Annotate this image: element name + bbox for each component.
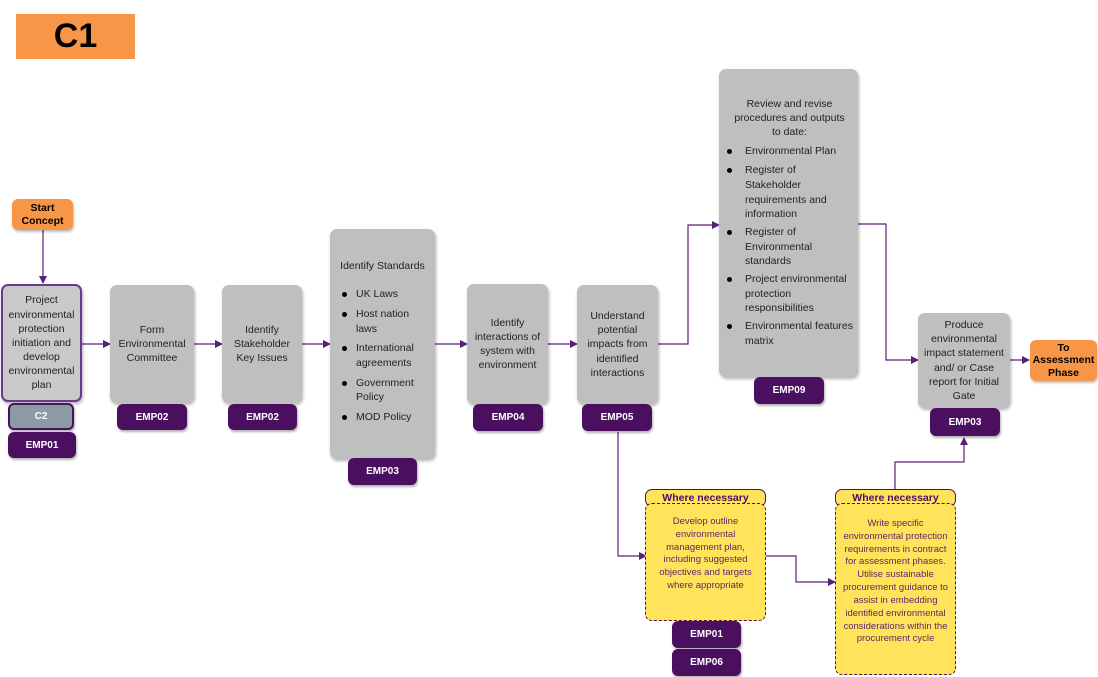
- standards-item: MOD Policy: [340, 410, 425, 425]
- standards-list: UK Laws Host nation laws International a…: [340, 287, 425, 425]
- start-concept-terminal: Start Concept: [12, 199, 73, 230]
- step-form-committee: Form Environmental Committee: [110, 285, 194, 403]
- step-identify-standards: Identify Standards UK Laws Host nation l…: [330, 229, 435, 459]
- tag-emp02-committee: EMP02: [117, 404, 187, 430]
- page-title: C1: [16, 14, 135, 59]
- step-produce-impact-statement: Produce environmental impact statement a…: [918, 313, 1010, 408]
- tag-emp06: EMP06: [672, 649, 741, 676]
- step-identify-interactions: Identify interactions of system with env…: [467, 284, 548, 404]
- arrow-y1-to-y2: [766, 555, 836, 586]
- where-necessary-header-2: Where necessary: [835, 489, 956, 507]
- tag-emp03-impact: EMP03: [930, 408, 1000, 436]
- tag-emp04: EMP04: [473, 404, 543, 431]
- standards-item: Host nation laws: [340, 307, 425, 336]
- review-item: Register of Stakeholder requirements and…: [725, 163, 854, 222]
- tag-emp09: EMP09: [754, 377, 824, 404]
- review-list: Environmental Plan Register of Stakehold…: [725, 144, 854, 349]
- where-necessary-header-1: Where necessary: [645, 489, 766, 507]
- tag-emp01: EMP01: [8, 432, 76, 458]
- where-necessary-body-1: Develop outline environmental management…: [645, 503, 766, 621]
- standards-item: UK Laws: [340, 287, 425, 302]
- arrow-s6-to-s7: [658, 221, 720, 345]
- step-project-initiation: Project environmental protection initiat…: [1, 284, 82, 402]
- review-item: Register of Environmental standards: [725, 225, 854, 269]
- standards-item: International agreements: [340, 341, 425, 370]
- standards-heading: Identify Standards: [340, 260, 425, 272]
- arrow-s7-to-s8: [858, 223, 919, 364]
- where-necessary-body-2: Write specific environmental protection …: [835, 503, 956, 675]
- step-stakeholder-issues: Identify Stakeholder Key Issues: [222, 285, 302, 403]
- step-review-revise: Review and revise procedures and outputs…: [719, 69, 858, 377]
- arrow-y2-to-s8: [894, 437, 968, 489]
- review-heading: Review and revise procedures and outputs…: [734, 98, 845, 139]
- arrow-s6-to-y1: [617, 432, 647, 560]
- tag-emp05: EMP05: [582, 404, 652, 431]
- tag-emp03-standards: EMP03: [348, 458, 417, 485]
- tag-c2: C2: [8, 403, 74, 430]
- to-assessment-terminal: To Assessment Phase: [1030, 340, 1097, 381]
- standards-item: Government Policy: [340, 376, 425, 405]
- tag-emp02-stakeholder: EMP02: [228, 404, 297, 430]
- review-item: Environmental features matrix: [725, 319, 854, 348]
- review-item: Environmental Plan: [725, 144, 854, 159]
- review-item: Project environmental protection respons…: [725, 272, 854, 316]
- step-understand-impacts: Understand potential impacts from identi…: [577, 285, 658, 404]
- tag-emp01-plan: EMP01: [672, 621, 741, 648]
